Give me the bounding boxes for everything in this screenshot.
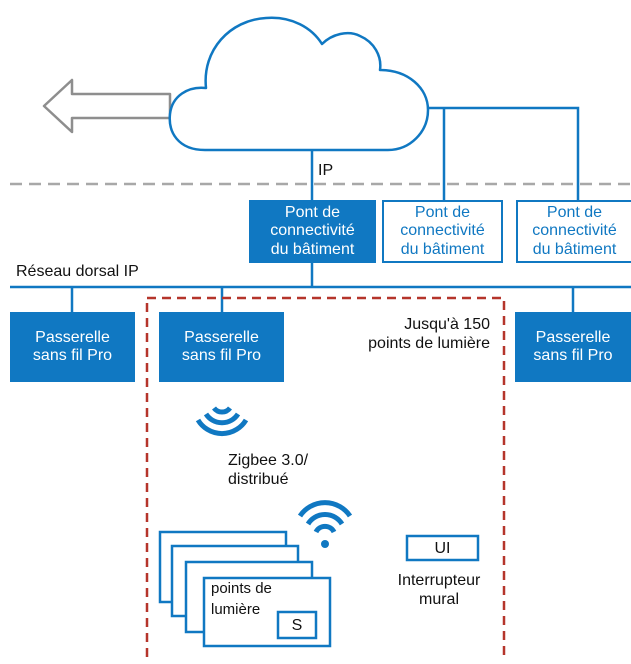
gateway-line2: sans fil Pro [32, 347, 113, 364]
bridge-line2: connectivité [270, 222, 355, 240]
ui-button-label: UI [434, 540, 451, 557]
wall-switch-label: Interrupteur mural [380, 571, 498, 609]
gateway-line2: sans fil Pro [533, 347, 613, 364]
light-card-line1: points de [211, 580, 272, 597]
switch-line2: mural [418, 591, 459, 609]
bridge-box-tertiary: Pont de connectivité du bâtiment [516, 200, 631, 263]
limit-line2: points de lumière [368, 335, 490, 353]
light-card-label: points de lumière [211, 580, 272, 619]
gateway-line2: sans fil Pro [181, 347, 262, 364]
bridge-line3: du bâtiment [400, 240, 485, 258]
zigbee-line1: Zigbee 3.0/ [228, 452, 309, 469]
wireless-signal-icon [297, 500, 353, 534]
bridge-line2: connectivité [400, 222, 485, 240]
zigbee-line2: distribué [228, 471, 289, 489]
sensor-box [276, 610, 318, 640]
bridge-box-primary: Pont de connectivité du bâtiment [249, 200, 376, 263]
gateway-box-right: Passerelle sans fil Pro [515, 312, 631, 382]
bridge-line3: du bâtiment [532, 240, 617, 258]
gateway-line1: Passerelle [184, 328, 259, 346]
gateway-box-left: Passerelle sans fil Pro [10, 312, 135, 382]
cloud-icon [168, 16, 430, 152]
bridge-line1: Pont de [284, 203, 341, 221]
bridge-line1: Pont de [414, 203, 471, 221]
gateway-box-center: Passerelle sans fil Pro [159, 312, 284, 382]
left-arrow-icon [42, 78, 172, 134]
bridge-line2: connectivité [532, 222, 617, 240]
gateway-line1: Passerelle [535, 328, 611, 346]
light-points-limit-label: Jusqu'à 150 points de lumière [300, 315, 490, 353]
wireless-dot [321, 540, 329, 548]
switch-line1: Interrupteur [397, 572, 481, 589]
light-points-area [145, 296, 506, 664]
gateway-line1: Passerelle [35, 328, 110, 346]
ui-button-frame [405, 534, 480, 562]
sensor-label: S [291, 617, 303, 634]
backbone-label: Réseau dorsal IP [16, 263, 139, 280]
zigbee-label: Zigbee 3.0/ distribué [228, 451, 308, 489]
light-card-stack [158, 530, 332, 648]
cloud-links [310, 106, 580, 200]
light-card-line2: lumière [211, 601, 261, 618]
bridge-line3: du bâtiment [270, 240, 355, 258]
backbone-lines [10, 262, 631, 312]
wireless-signal-icon [195, 406, 249, 437]
ip-label: IP [318, 162, 334, 179]
bridge-box-secondary: Pont de connectivité du bâtiment [382, 200, 503, 263]
bridge-line1: Pont de [546, 203, 603, 221]
limit-line1: Jusqu'à 150 [404, 316, 490, 333]
